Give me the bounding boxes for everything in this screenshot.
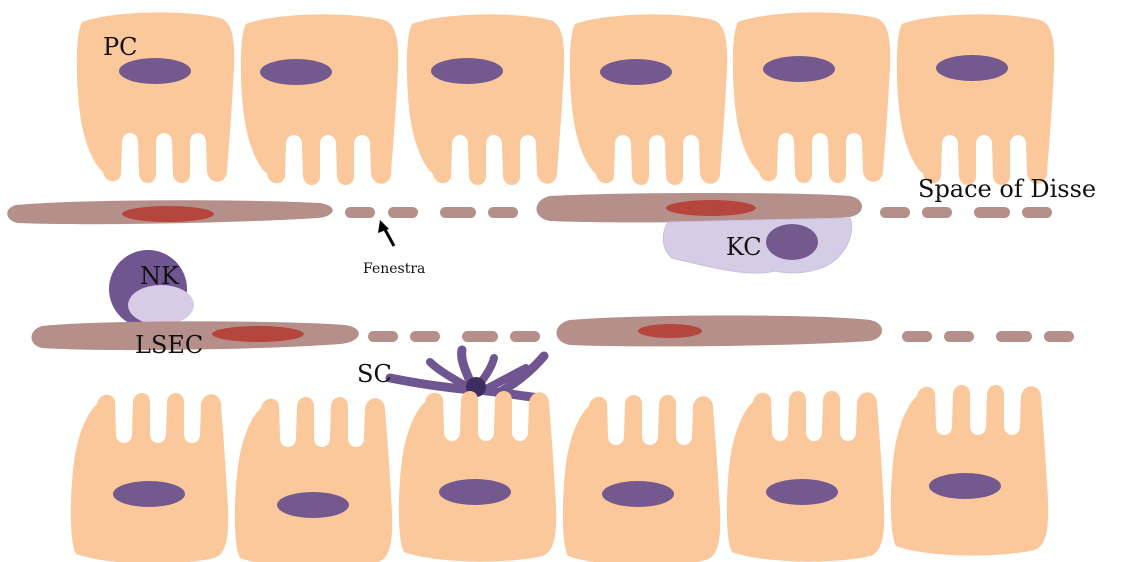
fenestra [368, 331, 398, 342]
label-pc: PC [103, 33, 138, 61]
fenestra [944, 331, 974, 342]
fenestra [388, 207, 418, 218]
stellate-cell [390, 350, 544, 398]
kupffer-cell: KC [663, 218, 852, 273]
lsec-nucleus [122, 206, 214, 222]
fenestrae-lower-right [902, 331, 1074, 342]
nk-cell: NK [109, 250, 194, 328]
label-kc: KC [726, 233, 762, 261]
hepatocyte-nucleus [119, 58, 191, 84]
hepatocyte [399, 391, 556, 562]
hepatocyte-nucleus [431, 58, 503, 84]
hepatocyte [727, 391, 884, 562]
hepatocyte-nucleus [600, 59, 672, 85]
hepatocyte [891, 385, 1048, 556]
fenestra [410, 331, 440, 342]
hepatocyte [407, 14, 564, 185]
fenestrae-upper-left [345, 207, 518, 218]
hepatocyte [570, 14, 727, 185]
hepatocyte [77, 12, 234, 183]
fenestra [974, 207, 1010, 218]
hepatocyte [235, 397, 392, 562]
hepatocyte-nucleus [936, 55, 1008, 81]
hepatocyte-nucleus [766, 479, 838, 505]
hepatocyte-nucleus [929, 473, 1001, 499]
hepatocyte-nucleus [439, 479, 511, 505]
fenestra [922, 207, 952, 218]
fenestra [488, 207, 518, 218]
kupffer-cell-nucleus [766, 224, 818, 260]
hepatocyte [897, 14, 1054, 185]
hepatocyte-nucleus [277, 492, 349, 518]
fenestrae-upper-right [880, 207, 1052, 218]
hepatocyte [71, 393, 228, 562]
lsec-nucleus [638, 324, 702, 338]
lsec-cell-lower-right [557, 316, 883, 347]
hepatocyte-nucleus [260, 59, 332, 85]
fenestra [345, 207, 375, 218]
fenestra [440, 207, 476, 218]
label-fenestra: Fenestra [363, 261, 425, 277]
hepatocyte [563, 395, 720, 562]
endothelium-upper [7, 193, 1052, 224]
fenestra [1044, 331, 1074, 342]
label-lsec: LSEC [135, 331, 203, 359]
hepatocyte-row-bottom [71, 385, 1048, 562]
hepatocyte [733, 12, 890, 183]
fenestrae-lower-left [368, 331, 540, 342]
label-sc: SC [357, 360, 392, 388]
fenestra-arrow [378, 220, 394, 246]
nk-cell-granule [128, 285, 194, 325]
label-space-of-disse: Space of Disse [918, 175, 1096, 203]
hepatocyte [241, 14, 398, 185]
lsec-nucleus [666, 200, 756, 216]
label-nk: NK [140, 262, 180, 290]
fenestra [462, 331, 498, 342]
hepatocyte-nucleus [763, 56, 835, 82]
fenestra [902, 331, 932, 342]
hepatocyte-nucleus [602, 481, 674, 507]
fenestra [1022, 207, 1052, 218]
hepatocyte-row-top [77, 12, 1054, 185]
hepatocyte-nucleus [113, 481, 185, 507]
fenestra [880, 207, 910, 218]
fenestra [996, 331, 1032, 342]
fenestra [510, 331, 540, 342]
lsec-nucleus [212, 326, 304, 342]
